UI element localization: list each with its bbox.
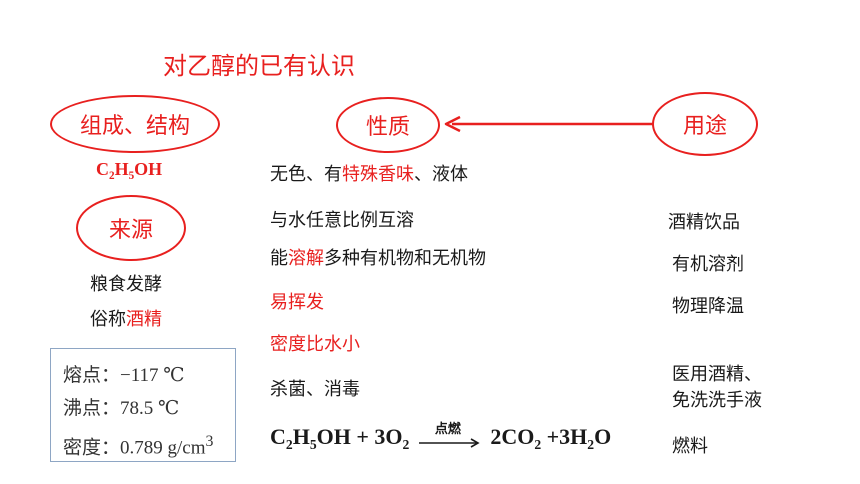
melting-point: 熔点：−117 ℃ [63,365,185,386]
ethanol-formula: C2H5OH [96,159,163,182]
property-appearance: 无色、有特殊香味、液体 [270,164,468,185]
arrow-icon [444,115,653,133]
reaction-arrow: 点燃 [418,422,481,450]
property-miscibility: 与水任意比例互溶 [270,210,414,231]
source-item-common-name: 俗称酒精 [90,309,162,330]
property-disinfect: 杀菌、消毒 [270,379,360,400]
composition-label: 组成、结构 [79,114,190,139]
boiling-point: 沸点：78.5 ℃ [63,398,180,419]
uses-label: 用途 [682,114,727,139]
combustion-equation: C2H5OH + 3O2 点燃 2CO2 +3H2O [270,422,611,451]
right-arrow-icon [418,438,480,448]
properties-label: 性质 [365,115,410,140]
page-title: 对乙醇的已有认识 [163,52,355,80]
uses-bubble: 用途 [652,92,758,156]
property-solvent: 能溶解多种有机物和无机物 [270,248,486,269]
use-solvent: 有机溶剂 [672,254,744,275]
density: 密度：0.789 g/cm3 [63,433,214,459]
source-label: 来源 [108,218,153,243]
use-medical-line2: 免洗洗手液 [672,390,762,411]
source-bubble: 来源 [76,195,186,261]
use-medical-line1: 医用酒精、 [672,364,762,385]
composition-bubble: 组成、结构 [50,95,220,153]
property-density: 密度比水小 [270,334,360,355]
source-item-fermentation: 粮食发酵 [90,274,162,295]
use-beverage: 酒精饮品 [668,212,740,233]
properties-bubble: 性质 [336,97,440,153]
reaction-condition: 点燃 [434,421,461,437]
use-fuel: 燃料 [672,436,708,457]
physical-constants-box: 熔点：−117 ℃ 沸点：78.5 ℃ 密度：0.789 g/cm3 [50,348,236,462]
property-volatile: 易挥发 [270,292,324,313]
use-cooling: 物理降温 [672,296,744,317]
